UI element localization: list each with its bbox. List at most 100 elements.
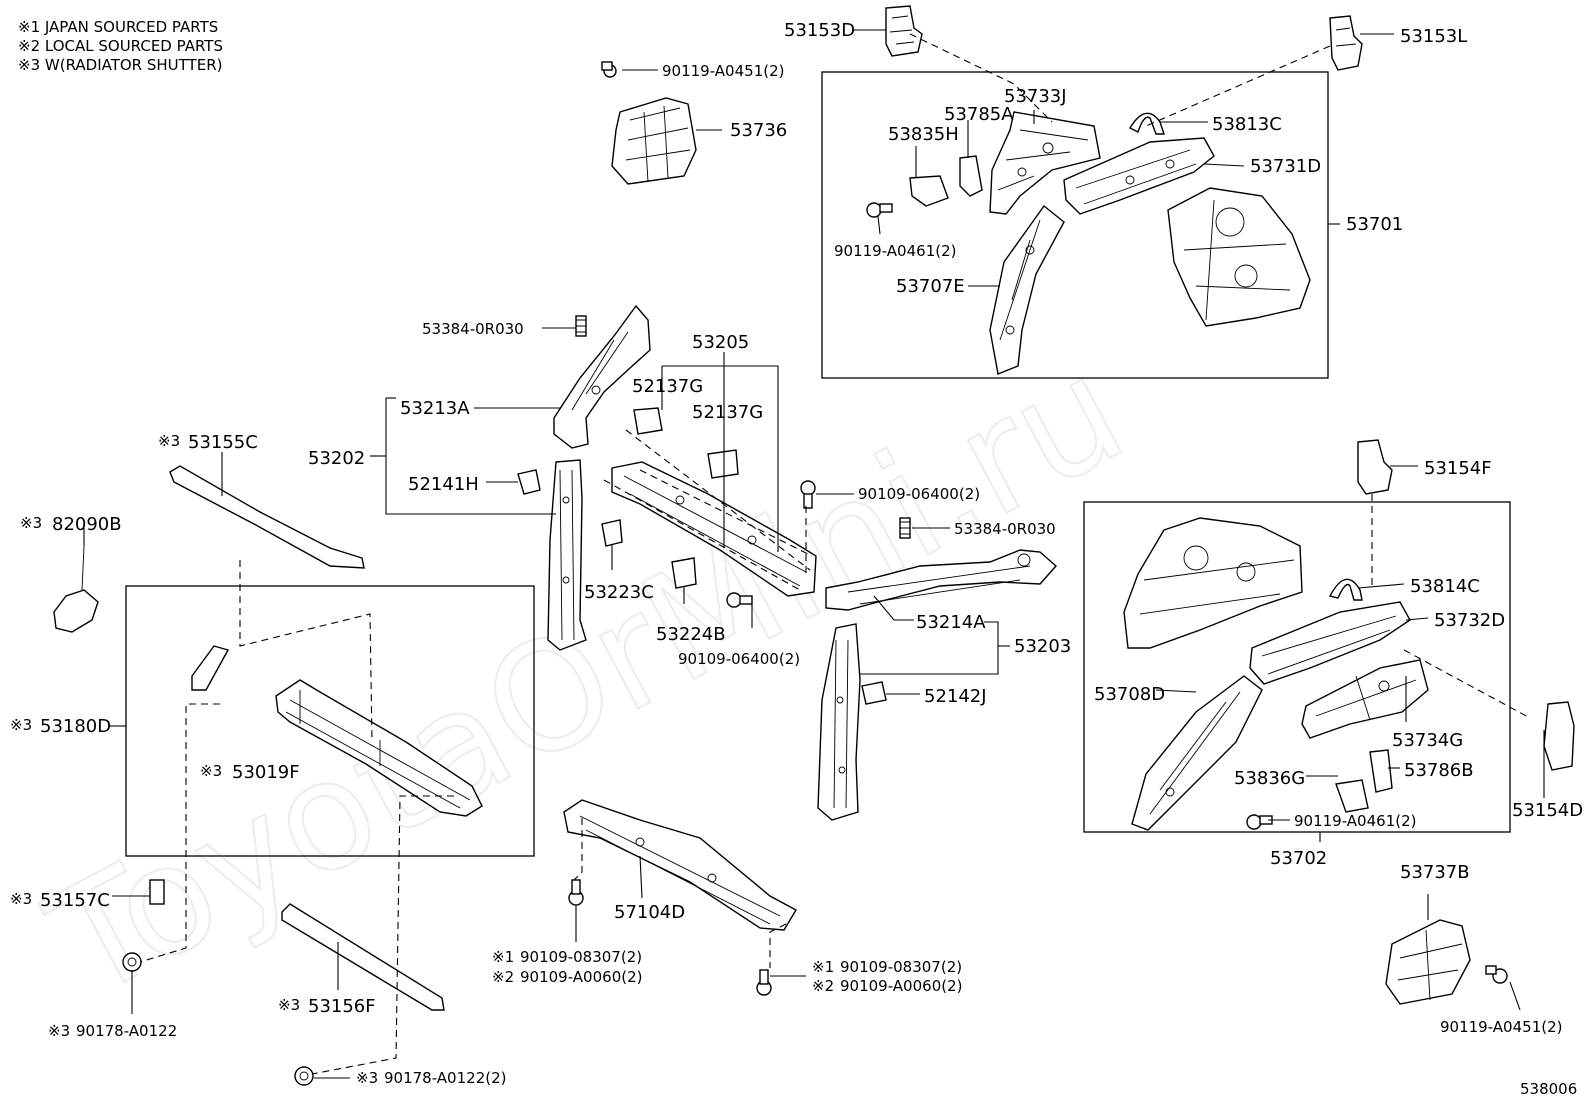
assembly-lines	[139, 33, 1531, 1075]
bolt-90119-A0451-top[interactable]	[601, 61, 617, 78]
part-53813C[interactable]	[1129, 112, 1165, 135]
part-53214A[interactable]	[825, 549, 1057, 611]
part-57104D[interactable]	[563, 799, 797, 931]
part-52141H[interactable]	[517, 469, 541, 495]
part-53203-member[interactable]	[817, 623, 861, 821]
label-mark-82090B: ※3	[20, 514, 42, 532]
label-52137G-a: 52137G	[632, 376, 703, 397]
label-90109-08307-b: 90109-08307(2)	[840, 958, 962, 976]
part-53734G[interactable]	[1301, 659, 1429, 739]
part-53213A[interactable]	[553, 304, 651, 449]
label-53813C: 53813C	[1212, 114, 1282, 135]
bolt-90109-08307-b[interactable]	[756, 969, 772, 996]
part-53154F[interactable]	[1357, 439, 1393, 495]
label-90119-A0461-top: 90119-A0461(2)	[834, 242, 956, 260]
bolt-90119-A0461-bot[interactable]	[1246, 814, 1273, 830]
part-52137G-a[interactable]	[633, 407, 663, 435]
label-mark-90178-A0122-2: ※3	[356, 1069, 378, 1087]
note-1: ※1 JAPAN SOURCED PARTS	[18, 18, 218, 36]
part-labels: 53153D 53153L 90119-A0451(2) 53736 53733…	[10, 20, 1583, 1098]
label-90109-A0060-a: 90109-A0060(2)	[520, 968, 642, 986]
label-90109-A0060-b: 90109-A0060(2)	[840, 977, 962, 995]
part-53836G[interactable]	[1335, 779, 1369, 813]
clip-90178-A0122-2[interactable]	[294, 1066, 314, 1086]
label-53786B: 53786B	[1404, 760, 1474, 781]
part-53384-0R030-b[interactable]	[899, 517, 911, 539]
label-53202: 53202	[308, 448, 365, 469]
part-53731D[interactable]	[1063, 137, 1215, 215]
label-53737B: 53737B	[1400, 862, 1470, 883]
label-mark-1-a: ※1	[492, 948, 514, 966]
label-53732D: 53732D	[1434, 610, 1505, 631]
part-53785A[interactable]	[959, 155, 983, 197]
label-53814C: 53814C	[1410, 576, 1480, 597]
label-90119-A0451-bot: 90119-A0451(2)	[1440, 1018, 1562, 1036]
part-53733J[interactable]	[989, 111, 1101, 215]
label-90119-A0461-bot: 90119-A0461(2)	[1294, 812, 1416, 830]
part-52137G-b[interactable]	[707, 449, 739, 479]
label-90178-A0122-2: 90178-A0122(2)	[384, 1069, 506, 1087]
label-53223C: 53223C	[584, 582, 654, 603]
bolt-90109-06400-b[interactable]	[726, 592, 753, 608]
label-mark-1-b: ※1	[812, 958, 834, 976]
part-53019F[interactable]	[275, 679, 483, 817]
label-53734G: 53734G	[1392, 730, 1463, 751]
legend-notes: ※1 JAPAN SOURCED PARTS ※2 LOCAL SOURCED …	[18, 18, 223, 74]
label-mark-2-a: ※2	[492, 968, 514, 986]
leader-lines	[83, 29, 1545, 1079]
label-52141H: 52141H	[408, 474, 479, 495]
bolt-90109-08307-a[interactable]	[568, 879, 584, 906]
diagram-id: 538006	[1520, 1080, 1577, 1098]
label-53180D: 53180D	[40, 716, 111, 737]
label-mark-53155C: ※3	[158, 432, 180, 450]
part-53156F[interactable]	[281, 903, 445, 1011]
part-shutter-bracket[interactable]	[191, 645, 230, 691]
part-53153L[interactable]	[1329, 15, 1363, 71]
part-53814C[interactable]	[1328, 578, 1363, 601]
clip-90178-A0122[interactable]	[122, 952, 142, 972]
part-53732D[interactable]	[1249, 601, 1411, 685]
label-53203: 53203	[1014, 636, 1071, 657]
label-90109-06400-b: 90109-06400(2)	[678, 650, 800, 668]
part-52142J[interactable]	[861, 681, 887, 705]
part-53223C[interactable]	[601, 519, 623, 547]
part-53736[interactable]	[611, 97, 697, 185]
part-53205[interactable]	[611, 461, 817, 597]
label-53153L: 53153L	[1400, 26, 1467, 47]
part-82090B[interactable]	[53, 545, 99, 633]
bolt-90109-06400-a[interactable]	[800, 480, 816, 509]
label-90178-A0122: 90178-A0122	[76, 1022, 177, 1040]
part-53157C[interactable]	[149, 879, 165, 905]
label-53731D: 53731D	[1250, 156, 1321, 177]
label-53736: 53736	[730, 120, 787, 141]
label-53155C: 53155C	[188, 432, 258, 453]
label-53154F: 53154F	[1424, 458, 1492, 479]
label-53701: 53701	[1346, 214, 1403, 235]
part-53786B[interactable]	[1369, 749, 1393, 793]
part-53835H[interactable]	[909, 175, 949, 207]
bolt-90119-A0451-bot[interactable]	[1485, 965, 1508, 984]
part-53708D[interactable]	[1131, 675, 1263, 831]
part-53155C[interactable]	[169, 465, 365, 569]
label-53785A: 53785A	[944, 104, 1014, 125]
part-53224B[interactable]	[671, 557, 697, 589]
label-mark-2-b: ※2	[812, 977, 834, 995]
group-box-53702	[1083, 501, 1511, 833]
part-53384-0R030-a[interactable]	[575, 315, 587, 337]
label-53157C: 53157C	[40, 890, 110, 911]
part-53707E[interactable]	[989, 204, 1065, 375]
part-53223C-member[interactable]	[547, 459, 587, 651]
part-53702-apron[interactable]	[1123, 517, 1303, 649]
bolt-90119-A0461-top[interactable]	[866, 202, 893, 218]
label-53154D: 53154D	[1512, 800, 1583, 821]
label-53224B: 53224B	[656, 624, 726, 645]
label-53836G: 53836G	[1234, 768, 1305, 789]
note-2: ※2 LOCAL SOURCED PARTS	[18, 37, 223, 55]
part-53737B[interactable]	[1385, 919, 1471, 1005]
label-53835H: 53835H	[888, 124, 959, 145]
label-53214A: 53214A	[916, 612, 986, 633]
part-53154D[interactable]	[1543, 701, 1575, 771]
part-53153D[interactable]	[885, 5, 923, 57]
part-53701[interactable]	[1167, 187, 1311, 327]
